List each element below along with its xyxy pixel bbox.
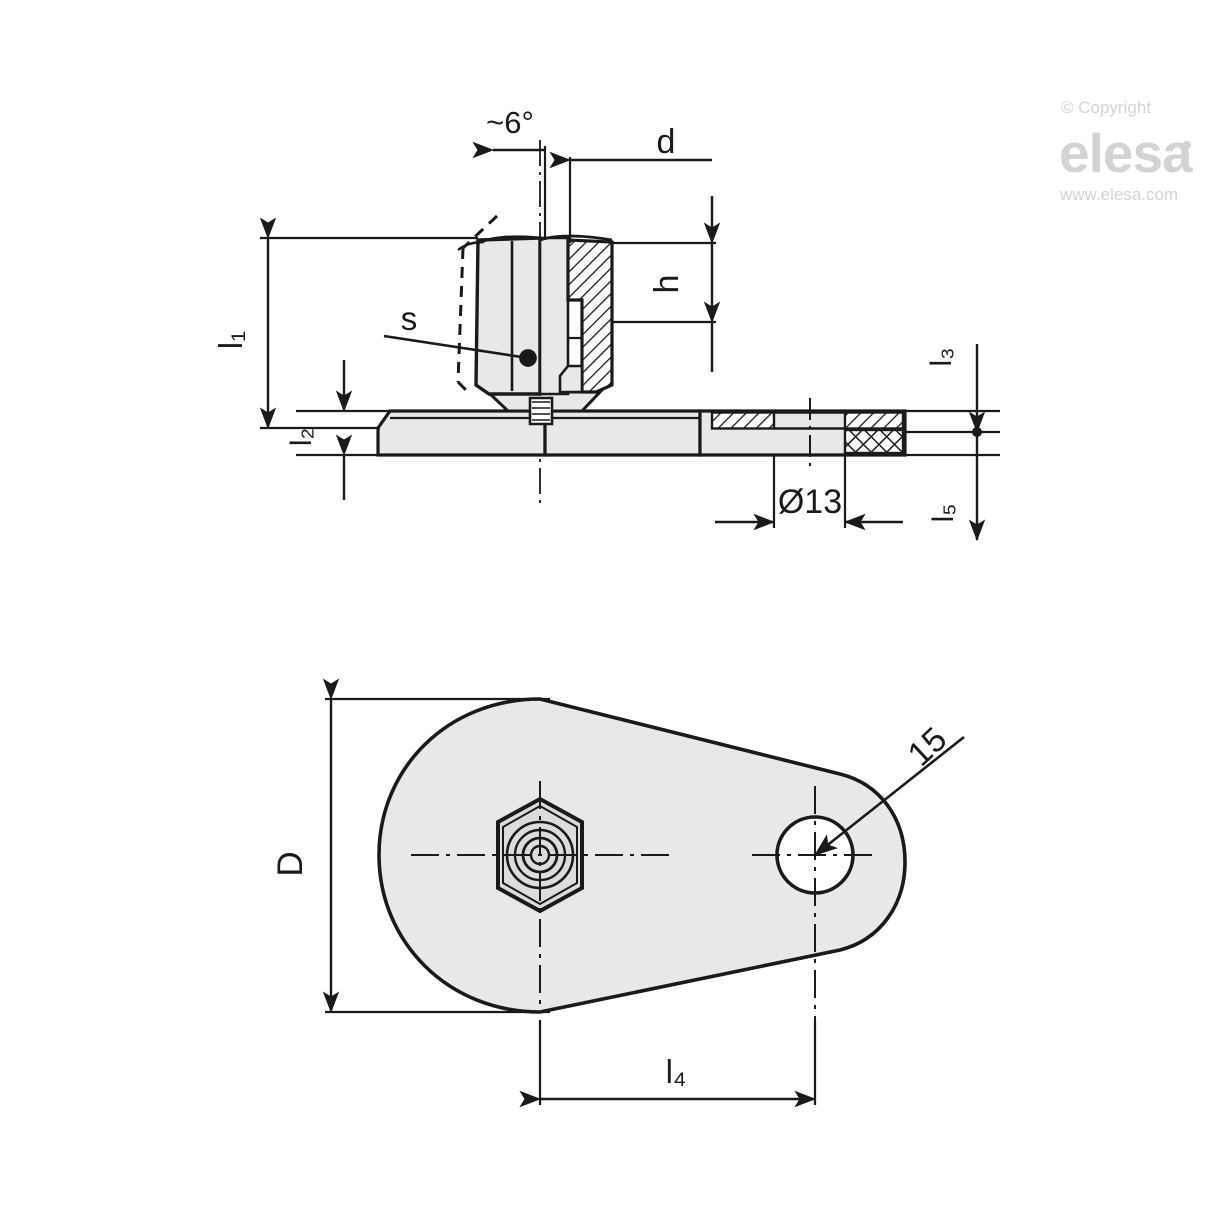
hex-right-bore bbox=[538, 236, 570, 396]
tilt-dashed-bottom bbox=[456, 380, 472, 396]
website-text: www.elesa.com bbox=[1059, 185, 1178, 204]
leader-s-label: s bbox=[401, 300, 418, 337]
hex-left-profile bbox=[474, 236, 542, 396]
section-view: ~6° d h l₁ bbox=[212, 105, 1000, 542]
plan-view: 15 D l₄ bbox=[271, 678, 965, 1108]
brand-registered-dot bbox=[1183, 141, 1191, 149]
swivel-pin bbox=[528, 396, 554, 426]
tilt-dashed-chamfer bbox=[457, 240, 485, 251]
dim-h: h bbox=[612, 196, 721, 372]
dim-D-label: D bbox=[271, 851, 310, 876]
base-plate-right bbox=[543, 409, 907, 457]
leader-s-line bbox=[383, 334, 537, 367]
dim-l5: l₅ bbox=[905, 432, 1000, 542]
dim-l4: l₄ bbox=[519, 1020, 817, 1108]
hex-bore-bottom bbox=[558, 364, 584, 394]
dim-l5-label: l₅ bbox=[927, 504, 960, 523]
dim-angle: ~6° bbox=[472, 105, 547, 240]
elesa-watermark: © Copyright elesa www.elesa.com bbox=[1059, 98, 1194, 204]
dim-angle-label: ~6° bbox=[486, 105, 534, 140]
copyright-text: © Copyright bbox=[1061, 98, 1151, 117]
leader-s: s bbox=[383, 300, 537, 367]
tilt-dashed-top bbox=[461, 214, 499, 250]
dim-diameter-13: Ø13 bbox=[715, 398, 903, 531]
tilt-indication bbox=[456, 214, 499, 396]
dim-l2: l₂ bbox=[285, 360, 400, 500]
dim-l3: l₃ bbox=[905, 344, 1000, 437]
dim-l4-label: l₄ bbox=[666, 1053, 687, 1090]
base-plate-left bbox=[376, 409, 547, 457]
dim-D: D bbox=[271, 678, 550, 1014]
leader-15-line bbox=[814, 735, 965, 857]
hex-body-left bbox=[474, 235, 542, 396]
dim-l3-label: l₃ bbox=[925, 348, 958, 367]
dim-h-label: h bbox=[648, 275, 686, 294]
dim-d-label: d bbox=[657, 123, 676, 161]
dim-d: d bbox=[549, 123, 712, 243]
plate-hatch-band-b bbox=[843, 411, 905, 430]
dim-l2-label: l₂ bbox=[285, 428, 318, 446]
dim-l1-label: l₁ bbox=[212, 331, 249, 349]
dim-d13-label: Ø13 bbox=[778, 483, 842, 521]
hex-nut-plan bbox=[411, 781, 672, 1010]
plate-hatch-band-a bbox=[710, 411, 776, 430]
tilt-dashed-side bbox=[456, 247, 465, 383]
dim-l1: l₁ bbox=[212, 217, 478, 430]
plate-crosshatch-band bbox=[843, 428, 905, 455]
brand-logo-text: elesa bbox=[1059, 122, 1193, 184]
